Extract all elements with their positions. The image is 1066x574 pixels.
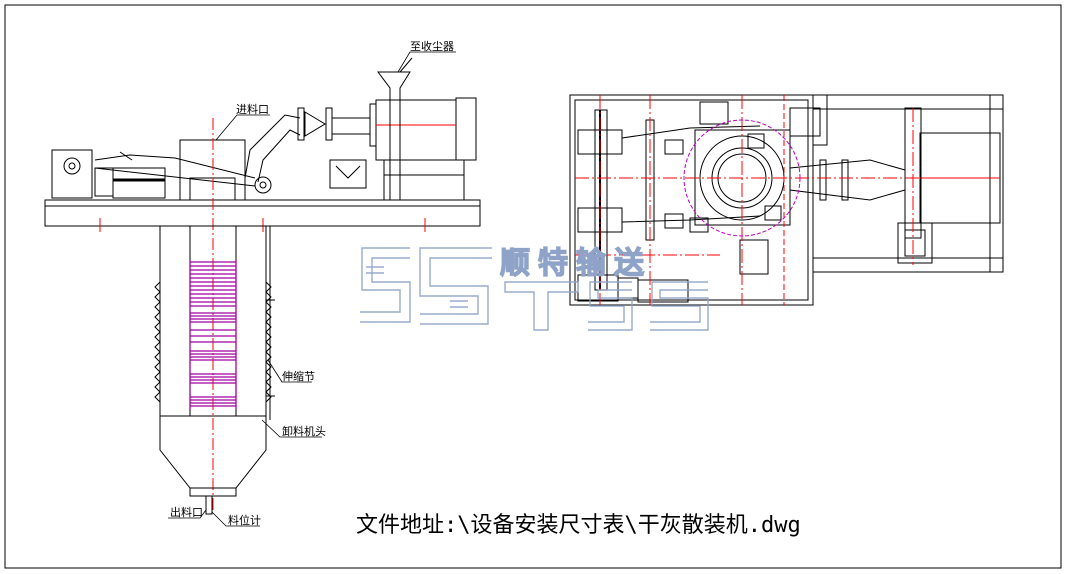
watermark-letter-s-4	[650, 281, 709, 331]
valve-flange-b	[325, 107, 333, 141]
plan-base-frame	[569, 94, 814, 306]
label-telescopic-section: 伸缩节	[282, 370, 315, 383]
exhaust-fan-motor	[455, 97, 477, 161]
bellows-lines-upper	[190, 261, 236, 307]
leader-dust-collector	[397, 51, 456, 73]
side-elevation-view	[44, 57, 481, 515]
drawing-border	[4, 4, 1062, 569]
leader-telescopic	[267, 359, 312, 383]
exhaust-fan-housing	[375, 99, 457, 161]
leader-feed-inlet	[215, 114, 270, 141]
lower-valve	[329, 159, 367, 189]
winch-motor	[51, 149, 93, 199]
plan-fan-frame	[812, 94, 1004, 110]
bellows-lines-mid	[190, 329, 236, 343]
valve-flange-a	[297, 107, 305, 141]
bellows-band-1	[190, 312, 236, 323]
label-feed-inlet: 进料口	[236, 102, 269, 116]
winch-reducer	[112, 167, 166, 199]
leader-discharge-outlet	[168, 509, 207, 519]
label-discharge-head: 卸料机头	[282, 424, 326, 438]
discharge-outlet-pipe	[205, 495, 213, 515]
bellows-section	[189, 260, 237, 410]
leader-level-gauge	[211, 511, 260, 527]
leader-discharge-head	[261, 419, 322, 438]
bellows-band-4	[190, 396, 236, 407]
bellows-band-2	[190, 350, 236, 361]
watermark-letter-s-3	[588, 281, 633, 331]
plan-dashed-circle	[683, 119, 801, 237]
pulley	[254, 176, 272, 194]
watermark-company-name: 顺特输送	[500, 246, 652, 281]
callout-leaders	[168, 51, 456, 527]
bellows-outline-right	[265, 281, 272, 403]
bellows-band-3	[190, 373, 236, 384]
label-to-dust-collector: 至收尘器	[410, 39, 454, 53]
plan-square-flange	[897, 222, 933, 264]
watermark-letter-s-2	[419, 247, 492, 325]
label-discharge-outlet: 出料口	[170, 505, 203, 519]
file-path-caption: 文件地址:\设备安装尺寸表\干灰散装机.dwg	[356, 513, 801, 538]
label-level-gauge: 料位计	[228, 513, 261, 527]
watermark-letter-t	[504, 281, 579, 331]
watermark-logo	[360, 247, 709, 331]
plan-control-box	[699, 101, 729, 125]
plan-centerlines	[575, 95, 1000, 305]
bellows-outline-left	[154, 281, 161, 403]
watermark-letter-s	[360, 247, 411, 323]
vent-stack	[377, 71, 411, 201]
